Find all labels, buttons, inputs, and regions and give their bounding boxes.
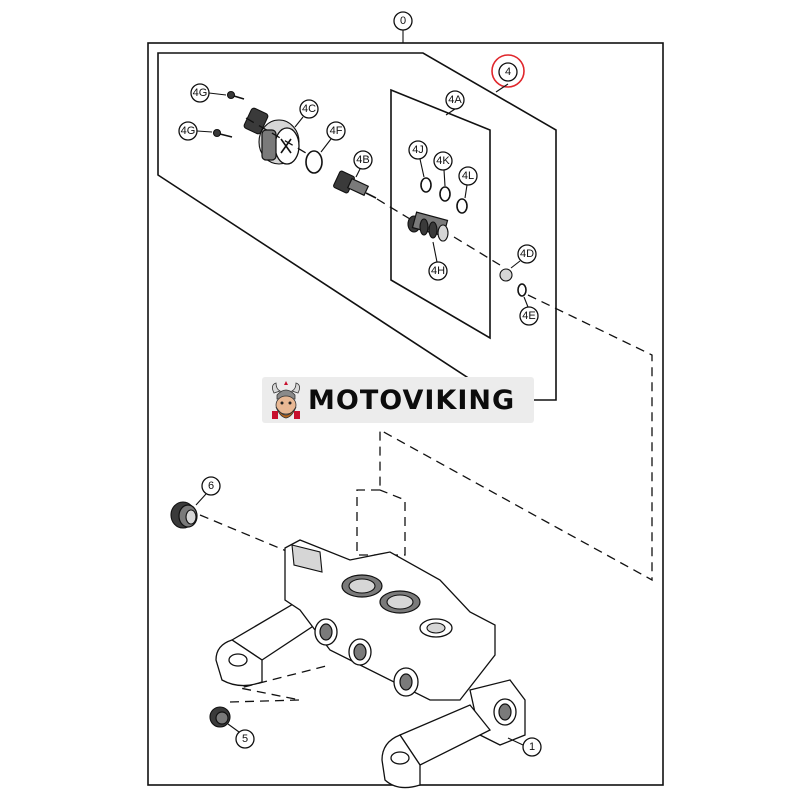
callout-0: 0 [393,11,413,31]
valve-body-1 [215,539,526,789]
svg-text:4J: 4J [412,144,424,156]
assembly-4-panel [157,52,557,401]
callout-4e: 4E [519,306,539,326]
callout-4-highlight-ring [491,54,525,88]
svg-text:5: 5 [242,733,248,745]
seal-4l [456,198,468,214]
o-ring-4e [517,283,527,297]
solenoid-4c [243,107,300,165]
screw-4g-top [226,90,245,100]
svg-text:4L: 4L [462,170,474,182]
callout-4c-leader [294,116,304,128]
plug-6 [170,501,198,529]
axis-line-solenoid [245,117,307,154]
callout-4-leader [495,83,509,93]
plunger-4b [333,170,377,199]
svg-text:4D: 4D [520,248,534,260]
sub-assembly-4a-panel [390,88,491,340]
screw-4g-bottom [212,128,233,138]
svg-text:4C: 4C [302,103,316,115]
callout-4k: 4K [433,151,453,171]
svg-text:4B: 4B [356,154,369,166]
assembly-path-4 [379,294,653,582]
callout-4a: 4A [445,90,465,110]
axis-line-spool [453,236,501,266]
callout-6-leader [195,493,207,506]
callout-4c: 4C [299,99,319,119]
plug-5 [209,706,231,728]
assembly-path-4a [356,489,406,556]
callout-4f-leader [320,138,332,153]
seal-4j [420,177,432,193]
o-ring-4f [305,150,323,174]
callout-4g-top: 4G [190,83,210,103]
callout-4d: 4D [517,244,537,264]
callout-4g-top-leader [208,92,227,96]
callout-1: 1 [522,737,542,757]
callout-4k-leader [443,169,446,187]
svg-text:4K: 4K [436,155,450,167]
callout-4e-leader [523,296,529,308]
seal-4k [439,186,451,202]
svg-text:0: 0 [400,15,406,27]
callout-4a-leader [445,108,456,116]
svg-text:4H: 4H [431,265,445,277]
callout-4g-bottom-leader [196,130,213,133]
spool-4h [407,211,449,242]
svg-text:1: 1 [529,741,535,753]
svg-text:6: 6 [208,480,214,492]
callout-4: 4 [491,54,525,88]
brand-banner: MOTOVIKING [262,377,534,423]
callout-4b: 4B [353,150,373,170]
assembly-path-5 [229,664,331,703]
callout-6: 6 [201,476,221,496]
callout-4d-leader [510,260,521,269]
callout-4j-leader [419,158,425,178]
svg-text:4: 4 [505,66,511,78]
svg-text:4G: 4G [181,125,196,137]
callout-4l: 4L [458,166,478,186]
cap-4d [499,268,513,282]
callout-5-leader [227,723,240,733]
callout-4l-leader [464,184,468,199]
callout-4b-leader [355,168,361,178]
callout-4f: 4F [326,121,346,141]
axis-line-plunger [376,198,411,220]
callout-1-leader [507,737,524,746]
callout-4g-bottom: 4G [178,121,198,141]
brand-name: MOTOVIKING [308,384,516,416]
svg-text:4E: 4E [522,310,535,322]
callout-5: 5 [235,729,255,749]
svg-text:4A: 4A [448,94,462,106]
svg-text:4G: 4G [193,87,208,99]
callout-4h: 4H [428,261,448,281]
svg-text:4F: 4F [330,125,343,137]
viking-mascot-icon [272,381,300,419]
callout-4h-leader [432,241,438,263]
callout-4j: 4J [408,140,428,160]
